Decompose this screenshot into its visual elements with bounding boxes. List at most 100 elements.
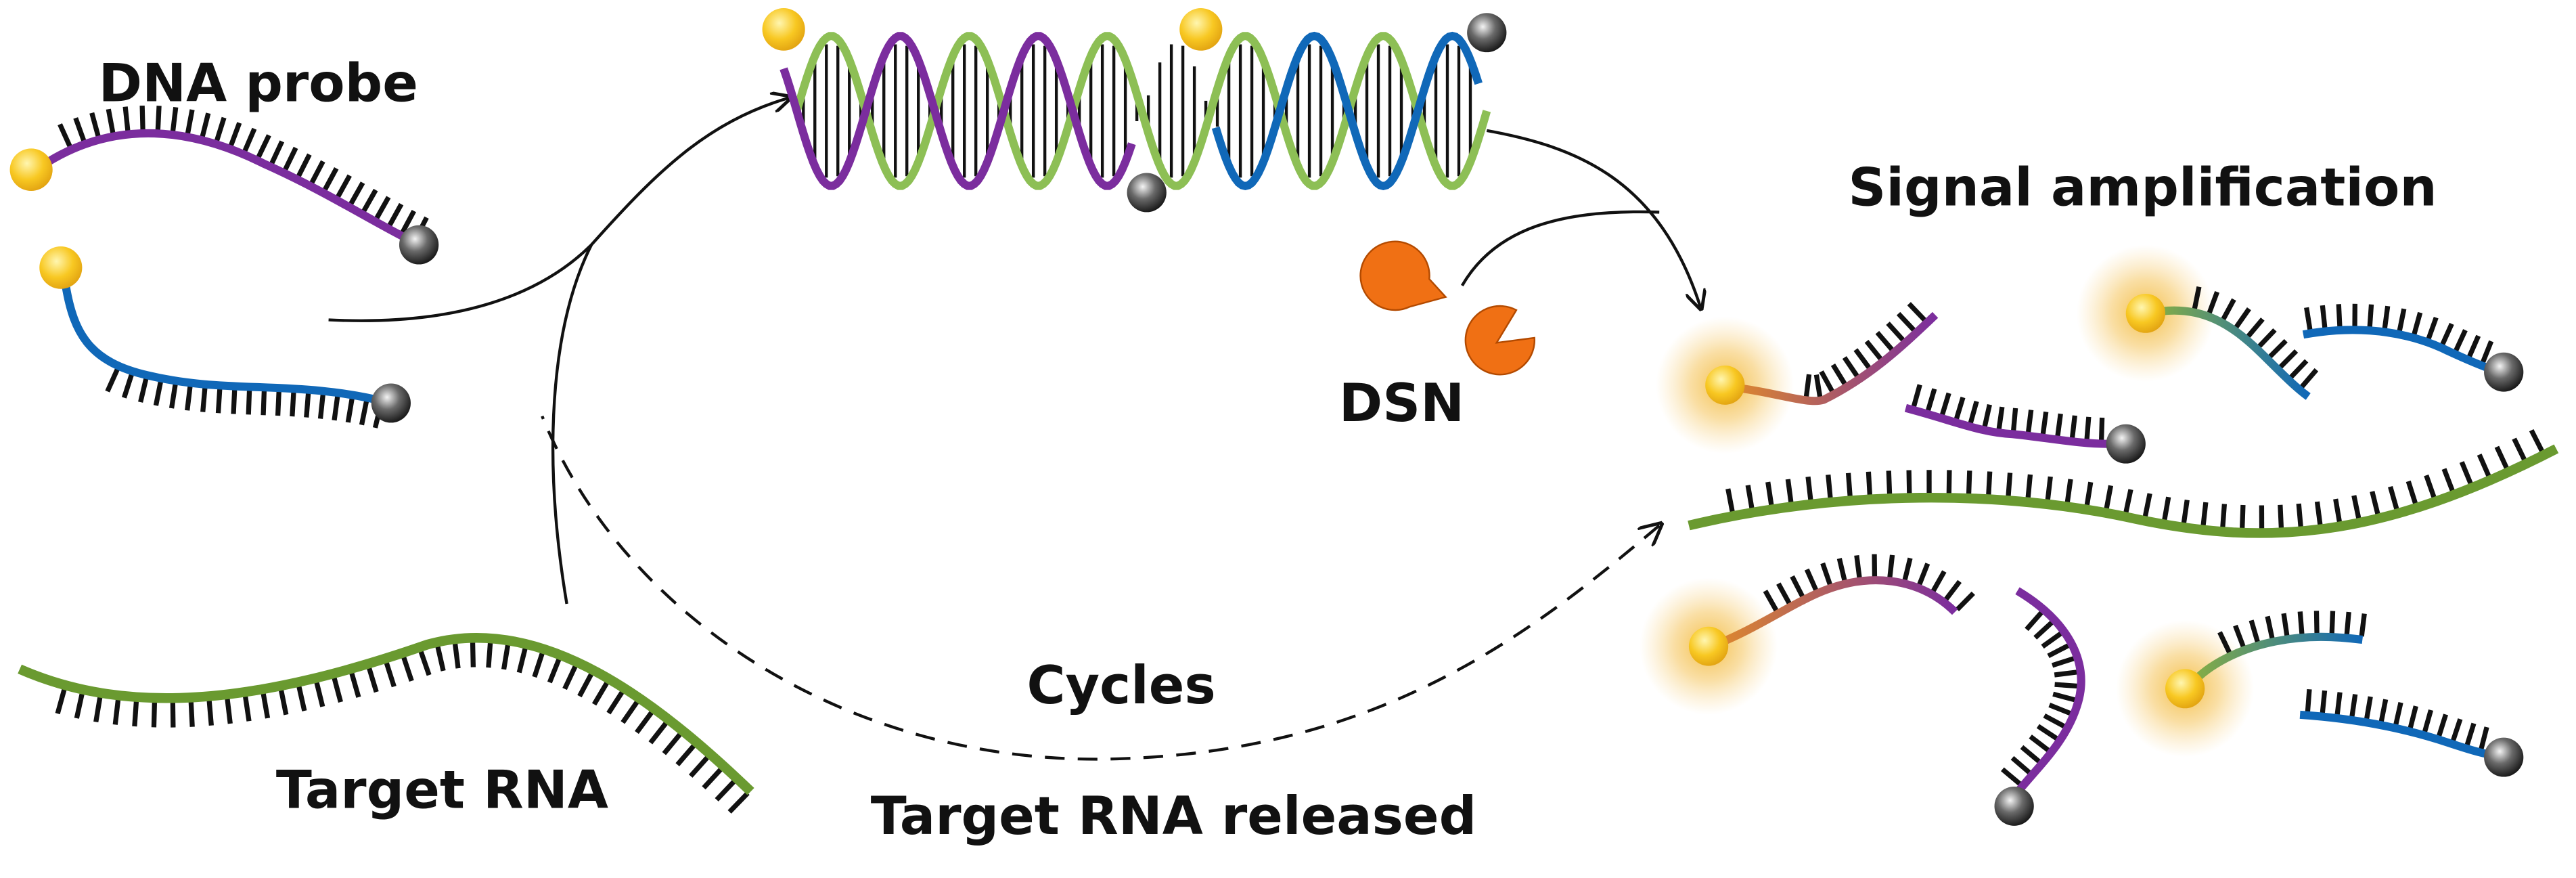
- base-tick: [2281, 613, 2290, 637]
- fluorophore-icon: [2165, 669, 2205, 709]
- base-tick: [275, 391, 281, 416]
- base-tick: [215, 388, 223, 414]
- base-tick: [2393, 702, 2403, 726]
- base-tick: [2249, 619, 2261, 643]
- base-tick: [702, 766, 723, 790]
- base-tick: [2397, 308, 2407, 332]
- base-tick: [516, 646, 528, 674]
- base-tick: [2440, 322, 2454, 346]
- base-tick: [132, 700, 139, 727]
- base-tick: [2512, 437, 2527, 462]
- base-tick: [2217, 631, 2232, 654]
- base-tick: [715, 778, 737, 802]
- cleaved-fragment: [1994, 587, 2085, 826]
- base-tick: [296, 153, 312, 178]
- base-tick: [2314, 501, 2323, 527]
- target-rna-label: Target RNA: [276, 760, 608, 821]
- base-tick: [185, 109, 195, 135]
- base-tick: [2033, 620, 2054, 640]
- base-tick: [1943, 579, 1962, 602]
- base-tick: [2041, 631, 2063, 649]
- base-tick: [242, 695, 252, 722]
- base-tick: [562, 664, 579, 690]
- base-tick: [2320, 690, 2328, 714]
- base-tick: [2010, 408, 2018, 431]
- target-rna-strand: [18, 633, 754, 814]
- base-tick: [58, 123, 72, 148]
- base-tick: [2477, 454, 2492, 479]
- base-tick: [2192, 286, 2202, 310]
- base-tick: [283, 146, 298, 171]
- base-tick: [1982, 403, 1992, 428]
- base-tick: [1804, 568, 1819, 592]
- dsn-enzyme-icon: [1464, 305, 1535, 376]
- base-tick: [332, 395, 340, 421]
- base-tick: [2267, 338, 2288, 359]
- base-tick: [2320, 305, 2328, 329]
- cycle-arrow-icon: [541, 415, 1659, 761]
- base-tick: [2001, 767, 2022, 786]
- base-tick: [1845, 473, 1853, 498]
- base-tick: [2378, 699, 2389, 723]
- quencher-icon: [1994, 786, 2034, 826]
- base-tick: [261, 692, 271, 719]
- base-tick: [2464, 722, 2477, 747]
- base-tick: [225, 697, 233, 724]
- base-tick: [74, 692, 85, 719]
- base-tick: [1896, 311, 1916, 332]
- base-tick: [269, 140, 285, 165]
- base-tick: [317, 394, 325, 419]
- base-tick: [1953, 397, 1966, 420]
- base-tick: [231, 389, 238, 414]
- base-tick: [185, 385, 193, 411]
- base-tick: [2029, 734, 2050, 753]
- base-tick: [155, 106, 162, 131]
- base-tick: [1813, 374, 1823, 398]
- base-tick: [2265, 615, 2275, 640]
- quencher-icon: [2106, 424, 2146, 464]
- base-tick: [2064, 479, 2073, 504]
- base-tick: [2200, 502, 2209, 527]
- base-tick: [384, 661, 397, 688]
- base-tick: [1996, 406, 2005, 431]
- base-tick: [2045, 476, 2053, 502]
- base-tick: [2054, 670, 2078, 678]
- base-tick: [1842, 356, 1859, 378]
- base-tick: [1917, 563, 1930, 586]
- base-tick: [322, 167, 339, 192]
- fluorophore-icon: [1705, 366, 1745, 405]
- base-tick: [2025, 410, 2034, 433]
- base-tick: [648, 720, 669, 745]
- base-tick: [1925, 388, 1937, 412]
- base-tick: [1785, 479, 1794, 504]
- base-tick: [242, 127, 257, 152]
- base-tick: [2426, 316, 2439, 341]
- base-tick: [1875, 330, 1895, 352]
- base-tick: [2288, 359, 2309, 380]
- base-tick: [1854, 554, 1862, 579]
- base-tick: [2382, 305, 2391, 330]
- base-tick: [331, 676, 343, 703]
- base-tick: [1830, 364, 1847, 386]
- base-tick: [228, 122, 242, 147]
- cleaved-fragment: [2125, 286, 2319, 400]
- base-tick: [2351, 495, 2362, 521]
- base-tick: [1939, 392, 1951, 416]
- base-tick: [2006, 473, 2013, 498]
- base-tick: [2142, 493, 2152, 519]
- base-tick: [304, 393, 311, 418]
- cleaved-fragment: [1705, 302, 1939, 405]
- base-tick: [361, 188, 378, 213]
- base-tick: [2334, 692, 2343, 716]
- cleaved-fragment: [2302, 303, 2524, 392]
- cycles-label: Cycles: [1026, 655, 1215, 716]
- base-tick: [400, 210, 417, 234]
- base-tick: [296, 684, 307, 711]
- base-tick: [1966, 470, 1972, 496]
- base-tick: [1955, 591, 1975, 612]
- base-tick: [153, 380, 164, 406]
- base-tick: [1911, 384, 1922, 408]
- base-tick: [418, 649, 432, 676]
- base-tick: [2181, 500, 2190, 525]
